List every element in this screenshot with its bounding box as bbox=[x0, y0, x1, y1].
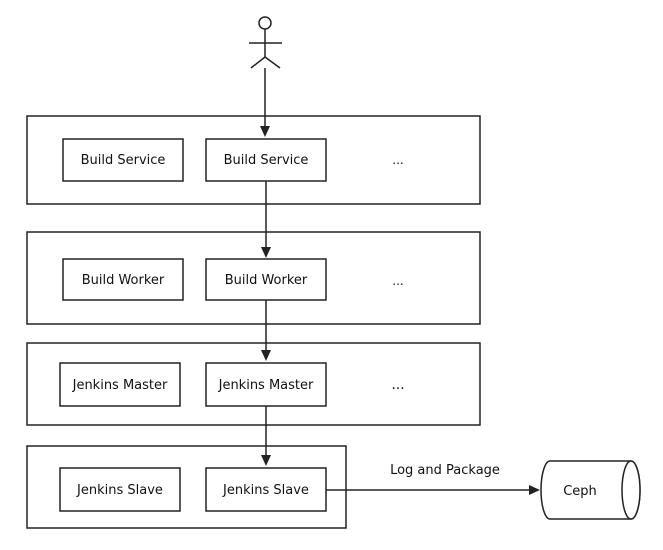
node-build-worker-2[interactable] bbox=[205, 258, 327, 301]
node-build-service-2[interactable] bbox=[205, 138, 327, 182]
node-label: Build Service bbox=[81, 153, 166, 168]
node-build-service-1[interactable] bbox=[62, 138, 184, 182]
node-label: Jenkins Master bbox=[72, 378, 168, 393]
ellipsis-label: ... bbox=[391, 377, 404, 393]
node-build-worker-1[interactable] bbox=[62, 258, 184, 301]
node-label: Jenkins Master bbox=[218, 378, 314, 393]
edge-build-service-to-build-worker bbox=[261, 181, 271, 258]
ceph-storage[interactable] bbox=[540, 460, 641, 520]
node-label: Jenkins Slave bbox=[76, 483, 163, 498]
node-label: Build Worker bbox=[225, 273, 308, 288]
node-jenkins-slave-2[interactable] bbox=[205, 467, 327, 512]
node-jenkins-master-1[interactable] bbox=[59, 362, 181, 407]
edge-jenkins-slave-to-ceph bbox=[326, 485, 540, 495]
edge-actor-to-build-service bbox=[260, 68, 270, 137]
node-label: Jenkins Slave bbox=[222, 483, 309, 498]
node-jenkins-slave-1[interactable] bbox=[59, 467, 181, 512]
node-label: Build Worker bbox=[82, 273, 165, 288]
ellipsis-label: ... bbox=[392, 274, 403, 288]
user-actor-icon bbox=[249, 16, 282, 69]
ellipsis-label: ... bbox=[392, 153, 403, 167]
edge-label-log-and-package: Log and Package bbox=[390, 463, 500, 478]
edge-jenkins-master-to-jenkins-slave bbox=[261, 406, 271, 466]
node-label: Build Service bbox=[224, 153, 309, 168]
ceph-label: Ceph bbox=[563, 484, 597, 499]
edge-build-worker-to-jenkins-master bbox=[261, 300, 271, 361]
